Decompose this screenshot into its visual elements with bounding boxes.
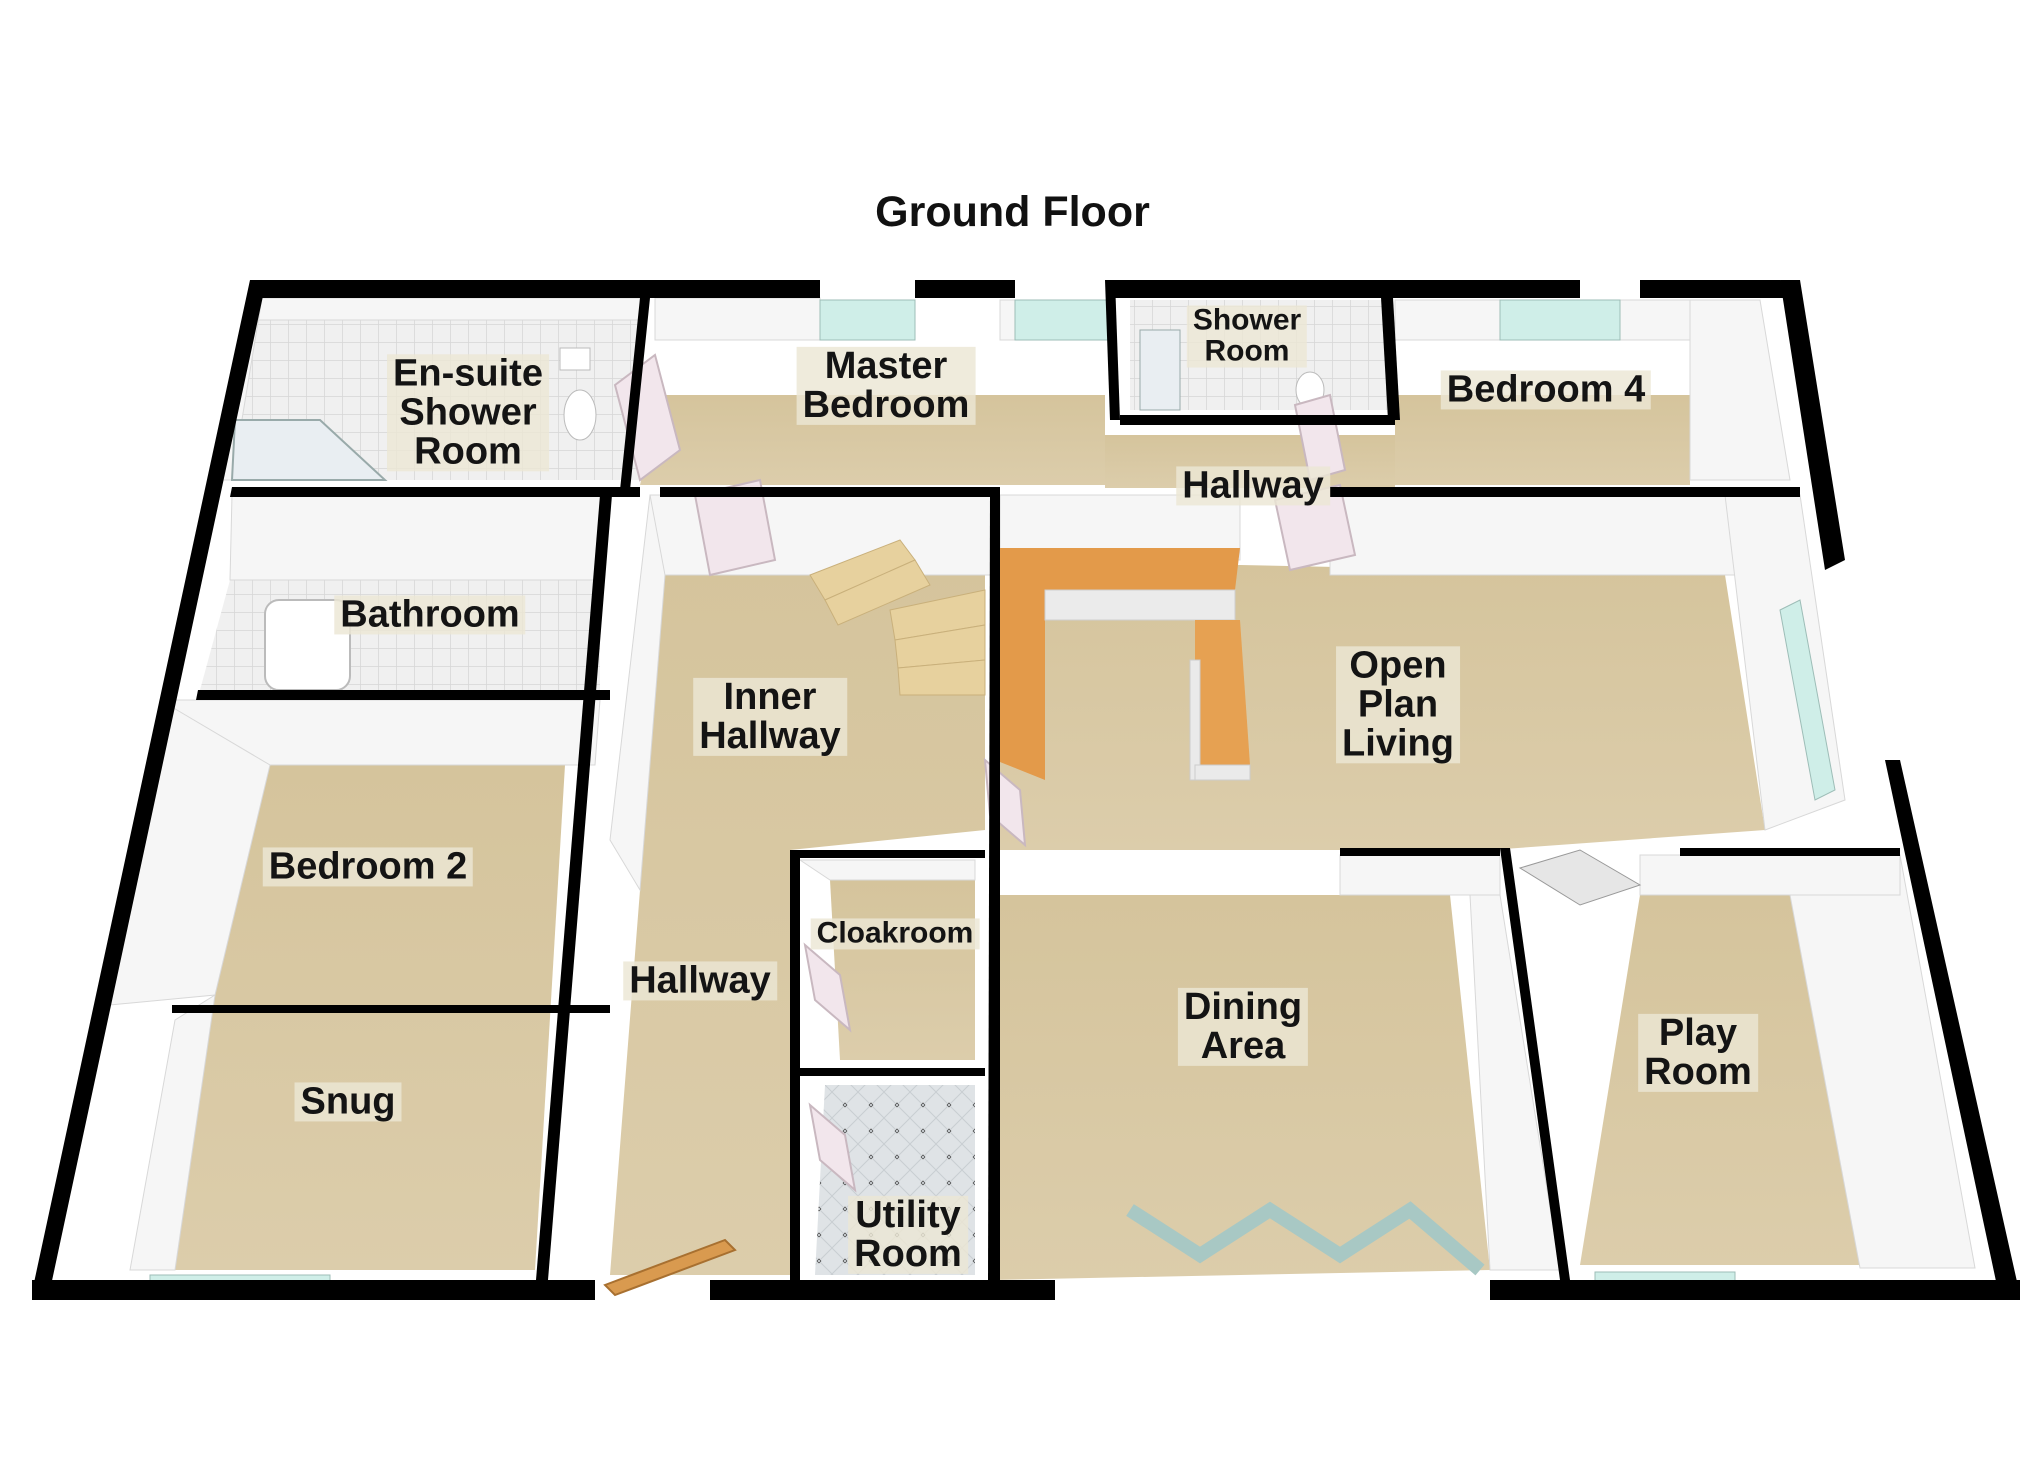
worktop-back [1000,548,1240,590]
bathroom-floor [200,580,600,690]
worktop-side [995,548,1045,780]
floor-title: Ground Floor [875,188,1150,236]
fixtures [230,329,1642,1276]
dining-floor [990,895,1490,1280]
bed2-floor [175,765,565,1270]
bed4-floor [1395,395,1690,485]
kitchen [995,548,1251,781]
island-front [1189,659,1201,781]
wall-tops [32,280,2020,1300]
master-floor [640,395,1105,485]
island-top [1195,620,1250,765]
hallway-top-floor [1105,435,1395,488]
cupboards [1044,589,1236,621]
staircase [809,539,986,696]
cloakroom-floor [830,880,975,1060]
utility-floor [815,1085,975,1275]
